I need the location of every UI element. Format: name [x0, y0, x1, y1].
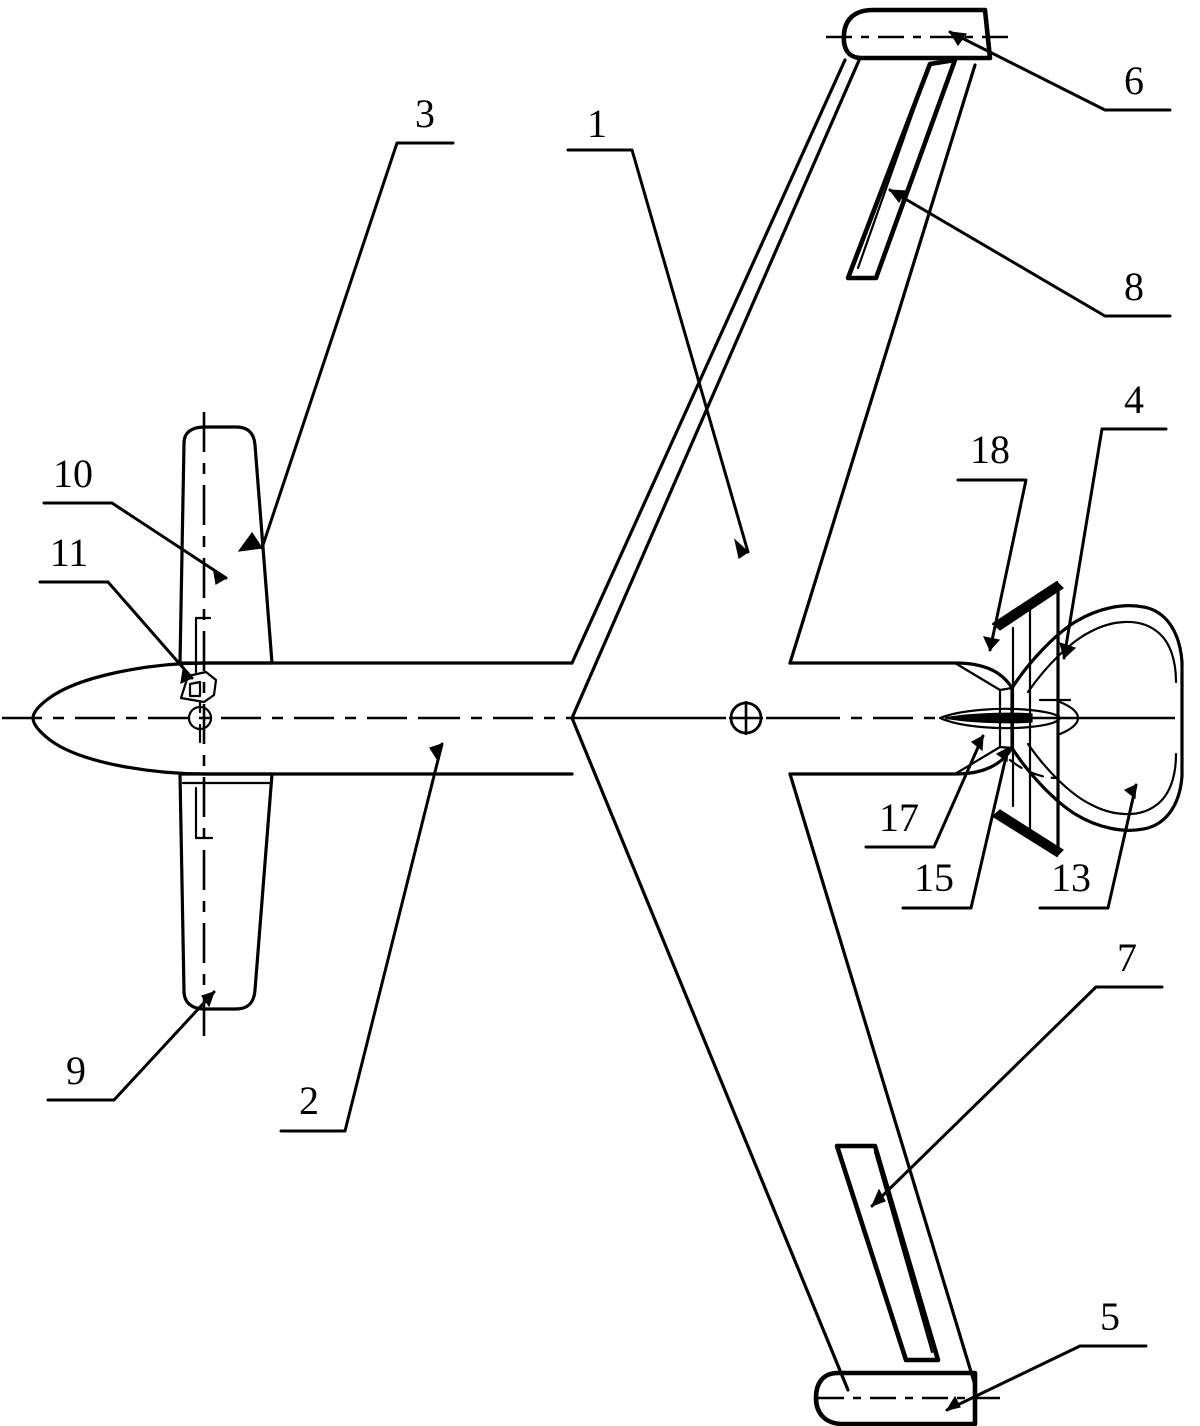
leader-5 [945, 1344, 1148, 1412]
lower-wingtip-pod [813, 1370, 1002, 1426]
leader-1 [566, 148, 750, 559]
leader-9 [46, 990, 216, 1102]
leader-7 [870, 985, 1164, 1208]
ref-label-11: 11 [50, 530, 89, 575]
lower-aileron-surface [834, 1143, 941, 1363]
ref-label-2: 2 [299, 1078, 319, 1123]
center-of-gravity-symbol [729, 701, 763, 735]
ref-label-1: 1 [587, 101, 607, 146]
leader-4 [1059, 427, 1168, 660]
forward-canard [178, 412, 274, 1042]
ref-label-18: 18 [970, 427, 1010, 472]
leader-15 [901, 746, 1010, 910]
main-swept-wing [570, 56, 977, 1392]
leader-2 [279, 742, 444, 1133]
leader-6 [948, 30, 1172, 112]
ref-label-9: 9 [66, 1048, 86, 1093]
reference-numeral-group: 1 3 6 8 4 18 10 11 17 15 13 7 9 2 5 [50, 58, 1144, 1339]
upper-aileron-surface [845, 57, 958, 281]
ref-label-15: 15 [914, 855, 954, 900]
rear-propeller-assembly [938, 580, 1184, 858]
ref-label-5: 5 [1100, 1294, 1120, 1339]
leader-10 [42, 501, 228, 585]
ref-label-3: 3 [415, 91, 435, 136]
ref-label-6: 6 [1124, 58, 1144, 103]
leader-3 [237, 141, 455, 552]
ref-label-4: 4 [1124, 377, 1144, 422]
leader-13 [1038, 783, 1138, 910]
leader-8 [888, 188, 1172, 318]
nose-mounting-fitting [179, 670, 218, 744]
leader-11 [38, 580, 194, 685]
leader-17 [864, 734, 985, 849]
ref-label-17: 17 [879, 795, 919, 840]
ref-label-7: 7 [1117, 935, 1137, 980]
ref-label-8: 8 [1124, 264, 1144, 309]
leader-18 [956, 478, 1028, 652]
upper-wingtip-pod [826, 7, 1012, 61]
ref-label-10: 10 [53, 451, 93, 496]
ref-label-13: 13 [1051, 855, 1091, 900]
